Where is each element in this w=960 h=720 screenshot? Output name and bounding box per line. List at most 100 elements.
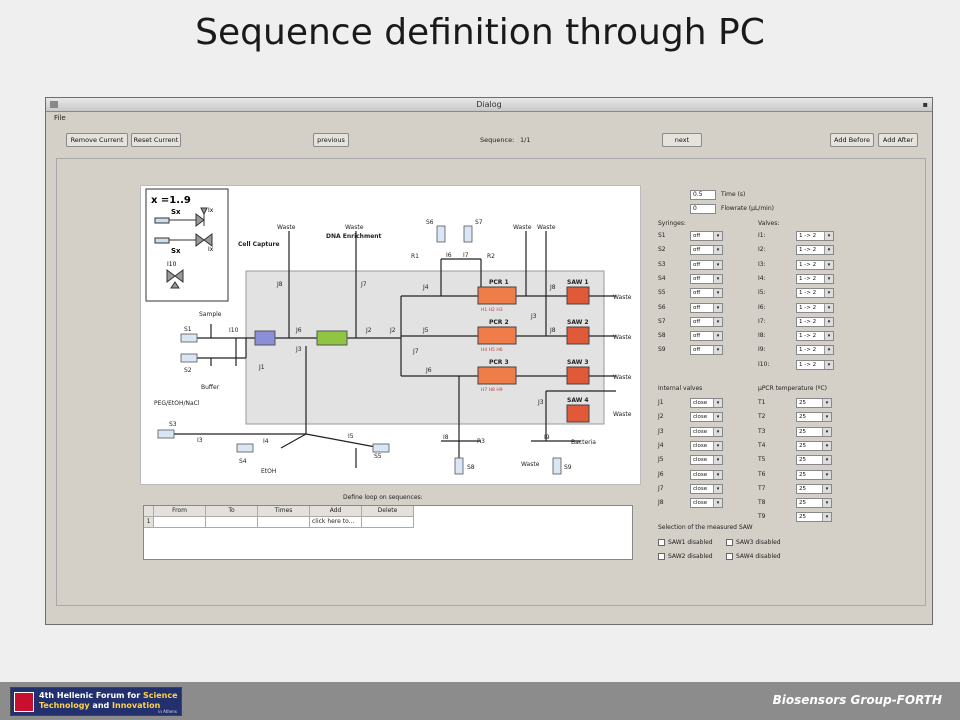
chevron-down-icon[interactable]: ▾ [824, 360, 833, 369]
pcr-temp-select[interactable]: 25▾ [796, 412, 832, 423]
chevron-down-icon[interactable]: ▾ [822, 470, 831, 479]
saw4-checkbox[interactable] [726, 553, 733, 560]
loop-times-cell[interactable] [258, 517, 310, 528]
valve-select[interactable]: 1 -> 2▾ [796, 331, 834, 342]
syringe-value: off [693, 290, 701, 297]
pcr-temp-select[interactable]: 25▾ [796, 398, 832, 408]
reset-current-button[interactable]: Reset Current [131, 133, 181, 147]
syringe-select[interactable]: off▾ [690, 245, 723, 256]
time-input[interactable]: 0.5 [690, 190, 716, 200]
syringe-select[interactable]: off▾ [690, 231, 723, 241]
syringe-select[interactable]: off ▾ [690, 288, 723, 299]
chevron-down-icon[interactable]: ▾ [824, 246, 833, 255]
syringes-group [157, 225, 562, 475]
chevron-down-icon[interactable]: ▾ [713, 427, 722, 436]
chevron-down-icon[interactable]: ▾ [824, 317, 833, 326]
menu-file[interactable]: File [54, 114, 66, 122]
loop-from-cell[interactable] [154, 517, 206, 528]
chevron-down-icon[interactable]: ▾ [822, 427, 831, 436]
chevron-down-icon[interactable]: ▾ [822, 441, 831, 450]
chevron-down-icon[interactable]: ▾ [713, 456, 722, 465]
window-menu-icon[interactable] [50, 101, 58, 108]
syringe-label: S4 [658, 274, 666, 282]
chevron-down-icon[interactable]: ▾ [822, 456, 831, 465]
valve-select[interactable]: 1 -> 2▾ [796, 359, 834, 370]
chevron-down-icon[interactable]: ▾ [713, 413, 722, 422]
saw3-checkbox[interactable] [726, 539, 733, 546]
valve-select[interactable]: 1 -> 2▾ [796, 273, 834, 284]
chevron-down-icon[interactable]: ▾ [713, 470, 722, 479]
chevron-down-icon[interactable]: ▾ [824, 346, 833, 355]
saw2-checkbox[interactable] [658, 553, 665, 560]
valve-select[interactable]: 1 -> 2▾ [796, 231, 834, 241]
chevron-down-icon[interactable]: ▾ [713, 346, 722, 355]
internal-valve-select[interactable]: close▾ [690, 426, 723, 437]
chevron-down-icon[interactable]: ▾ [713, 274, 722, 283]
chevron-down-icon[interactable]: ▾ [713, 289, 722, 298]
chevron-down-icon[interactable]: ▾ [713, 332, 722, 341]
chevron-down-icon[interactable]: ▾ [713, 303, 722, 312]
syringe-select[interactable]: off▾ [690, 316, 723, 327]
internal-valve-select[interactable]: close▾ [690, 483, 723, 494]
loop-add-cell[interactable]: click here to... [310, 517, 362, 528]
chevron-down-icon[interactable]: ▾ [713, 499, 722, 508]
valve-select[interactable]: 1 -> 2▾ [796, 345, 834, 356]
window-close-icon[interactable]: ▪ [922, 100, 928, 109]
loop-to-cell[interactable] [206, 517, 258, 528]
valve-select[interactable]: 1 -> 2▾ [796, 316, 834, 327]
internal-valve-select[interactable]: close▾ [690, 398, 723, 408]
pcr-temp-select[interactable]: 25▾ [796, 483, 832, 494]
chevron-down-icon[interactable]: ▾ [713, 399, 722, 407]
loop-delete-cell[interactable] [362, 517, 414, 528]
chevron-down-icon[interactable]: ▾ [713, 260, 722, 269]
syringe-select[interactable]: off▾ [690, 259, 723, 270]
syringe-select[interactable]: off▾ [690, 302, 723, 313]
remove-current-button[interactable]: Remove Current [66, 133, 128, 147]
chevron-down-icon[interactable]: ▾ [824, 289, 833, 298]
chevron-down-icon[interactable]: ▾ [822, 499, 831, 508]
chevron-down-icon[interactable]: ▾ [822, 399, 831, 407]
chevron-down-icon[interactable]: ▾ [822, 413, 831, 422]
internal-valve-select[interactable]: close▾ [690, 455, 723, 466]
flowrate-input[interactable]: 0 [690, 204, 716, 214]
valve-select[interactable]: 1 -> 2▾ [796, 259, 834, 270]
syringe-select[interactable]: off ▾ [690, 345, 723, 356]
window-titlebar: Dialog ▪ [46, 98, 932, 112]
chevron-down-icon[interactable]: ▾ [824, 303, 833, 312]
chevron-down-icon[interactable]: ▾ [822, 484, 831, 493]
valve-select[interactable]: 1 -> 2▾ [796, 302, 834, 313]
pcr-temp-select[interactable]: 25▾ [796, 469, 832, 480]
chevron-down-icon[interactable]: ▾ [824, 274, 833, 283]
chevron-down-icon[interactable]: ▾ [713, 441, 722, 450]
chevron-down-icon[interactable]: ▾ [824, 332, 833, 341]
pcr-temp-select[interactable]: 25▾ [796, 498, 832, 509]
saw1-checkbox[interactable] [658, 539, 665, 546]
syringe-select[interactable]: off▾ [690, 273, 723, 284]
syringe-value: off [693, 347, 701, 354]
syringe-select[interactable]: off▾ [690, 331, 723, 342]
chevron-down-icon[interactable]: ▾ [824, 232, 833, 240]
add-after-button[interactable]: Add After [878, 133, 918, 147]
pcr-temp-select[interactable]: 25▾ [796, 426, 832, 437]
chevron-down-icon[interactable]: ▾ [824, 260, 833, 269]
j7a-label: J7 [360, 281, 367, 288]
next-button[interactable]: next [662, 133, 702, 147]
previous-button[interactable]: previous [313, 133, 349, 147]
chevron-down-icon[interactable]: ▾ [713, 317, 722, 326]
internal-valve-select[interactable]: close▾ [690, 469, 723, 480]
chevron-down-icon[interactable]: ▾ [713, 232, 722, 240]
valve-select[interactable]: 1 -> 2▾ [796, 245, 834, 256]
pcr-temp-select[interactable]: 25▾ [796, 440, 832, 451]
internal-valve-select[interactable]: close▾ [690, 498, 723, 509]
chevron-down-icon[interactable]: ▾ [713, 484, 722, 493]
waste-label-1: Waste [277, 224, 296, 231]
pcr-temp-select[interactable]: 25▾ [796, 455, 832, 466]
internal-valve-select[interactable]: close▾ [690, 412, 723, 423]
chevron-down-icon[interactable]: ▾ [822, 513, 831, 522]
saw3-checkbox-label: SAW3 disabled [736, 539, 781, 546]
add-before-button[interactable]: Add Before [830, 133, 874, 147]
valve-select[interactable]: 1 -> 2▾ [796, 288, 834, 299]
pcr-temp-select[interactable]: 25▾ [796, 512, 832, 523]
chevron-down-icon[interactable]: ▾ [713, 246, 722, 255]
internal-valve-select[interactable]: close▾ [690, 440, 723, 451]
